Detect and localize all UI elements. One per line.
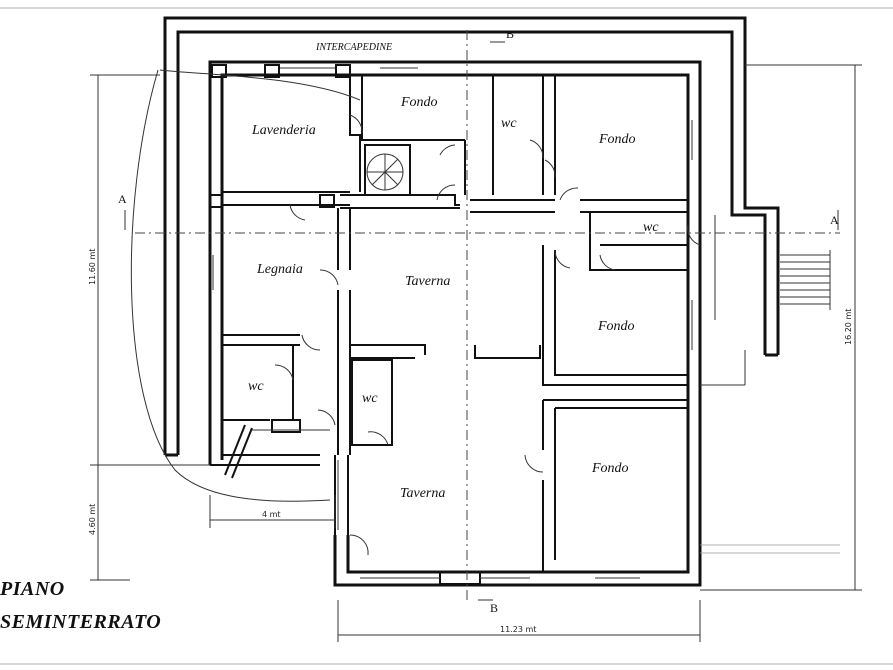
dim-height-lower-left: 4.60 mt: [88, 504, 97, 535]
section-b-bottom: B: [490, 601, 498, 615]
window-marks: [209, 64, 693, 585]
label-legnaia: Legnaia: [256, 262, 303, 277]
label-intercapedine: INTERCAPEDINE: [315, 42, 392, 53]
dim-height-left: 11.60 mt: [88, 249, 97, 285]
label-fondo-top: Fondo: [400, 95, 438, 110]
dim-width-bottom: 11.23 mt: [500, 625, 536, 634]
spiral-staircase: [366, 153, 404, 191]
label-wc-left: wc: [248, 379, 264, 394]
section-a-left: A: [118, 192, 127, 206]
dim-height-right: 16.20 mt: [844, 309, 853, 345]
label-fondo-mid-right: Fondo: [597, 319, 635, 334]
label-taverna-lower: Taverna: [400, 486, 445, 501]
section-lines: [124, 30, 840, 601]
title-line2: SEMINTERRATO: [0, 611, 161, 633]
section-a-right: A: [830, 213, 839, 227]
section-b-top: B: [506, 27, 514, 41]
interior-walls: [222, 75, 688, 572]
dim-width-bottom-left: 4 mt: [262, 510, 281, 519]
title-line1: PIANO: [0, 578, 65, 600]
label-fondo-top-right: Fondo: [598, 132, 636, 147]
door-swings: [274, 114, 701, 556]
label-fondo-bottom-right: Fondo: [591, 461, 629, 476]
label-wc-top: wc: [501, 116, 517, 131]
exterior-ramp: [130, 69, 361, 502]
building-perimeter: [208, 60, 702, 587]
label-taverna-upper: Taverna: [405, 274, 450, 289]
dimension-lines: [90, 64, 862, 642]
label-wc-right: wc: [643, 220, 659, 235]
label-lavenderia: Lavenderia: [251, 123, 316, 138]
label-wc-center: wc: [362, 391, 378, 406]
